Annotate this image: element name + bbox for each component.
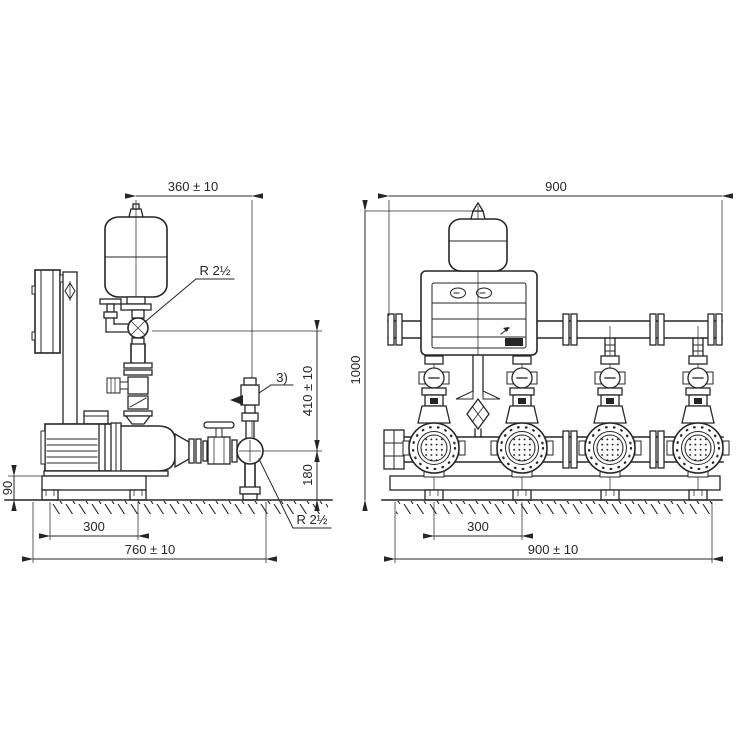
cabinet-label-plate	[505, 338, 523, 346]
front-view: 900 1000 300 900 ± 10	[348, 179, 733, 563]
ground-front	[381, 499, 723, 514]
dim-width-top-front: 900	[545, 179, 567, 194]
pump-front-3	[577, 324, 643, 502]
control-cabinet-side	[31, 269, 78, 425]
dim-height-upper: 410 ± 10	[300, 366, 315, 417]
dim-length-total: 760 ± 10	[125, 542, 176, 557]
cabinet-cursor-icon	[503, 327, 509, 332]
dim-width-total: 900 ± 10	[528, 542, 579, 557]
tank-tee-valve	[127, 309, 149, 345]
valve-handwheel-top	[203, 421, 235, 429]
pump-unit-side	[40, 410, 238, 474]
dim-height-total: 1000	[348, 356, 363, 385]
pump-body	[112, 425, 176, 472]
label-footnote: 3)	[276, 370, 288, 385]
dimensions-side: 360 ± 10 R 2½ 3) 410 ± 10 180 90 300 760	[0, 179, 332, 563]
ground-side	[4, 499, 333, 514]
diaphragm-tank-side	[104, 200, 168, 313]
tank-connection-valve	[455, 354, 501, 438]
dim-base-height: 90	[0, 481, 15, 495]
discharge-valve	[207, 436, 231, 465]
valve-handwheel	[106, 377, 121, 394]
pump-front-4	[665, 324, 731, 502]
dim-foot-pitch-front: 300	[467, 519, 489, 534]
shutoff-valve	[127, 376, 149, 395]
base-frame-front	[389, 475, 721, 491]
label-connection-bottom: R 2½	[296, 512, 327, 527]
motor	[44, 423, 114, 472]
dimensions-front: 900 1000 300 900 ± 10	[348, 179, 733, 563]
pressure-sensor	[240, 384, 260, 406]
base-frame-side	[41, 470, 169, 501]
label-connection-top: R 2½	[199, 263, 230, 278]
gauge-valve-branch	[99, 298, 129, 333]
control-cabinet-front	[420, 270, 538, 356]
dim-height-lower: 180	[300, 464, 315, 486]
upper-manifold	[387, 313, 723, 346]
discharge-tee-assembly	[230, 377, 264, 501]
sensor-flag-icon	[230, 395, 243, 405]
discharge-riser	[106, 343, 153, 425]
diaphragm-tank-front	[448, 201, 508, 272]
dim-foot-pitch-side: 300	[83, 519, 105, 534]
side-view: 360 ± 10 R 2½ 3) 410 ± 10 180 90 300 760	[0, 179, 333, 563]
motor-terminal-box	[83, 410, 109, 425]
dim-width-top: 360 ± 10	[168, 179, 219, 194]
